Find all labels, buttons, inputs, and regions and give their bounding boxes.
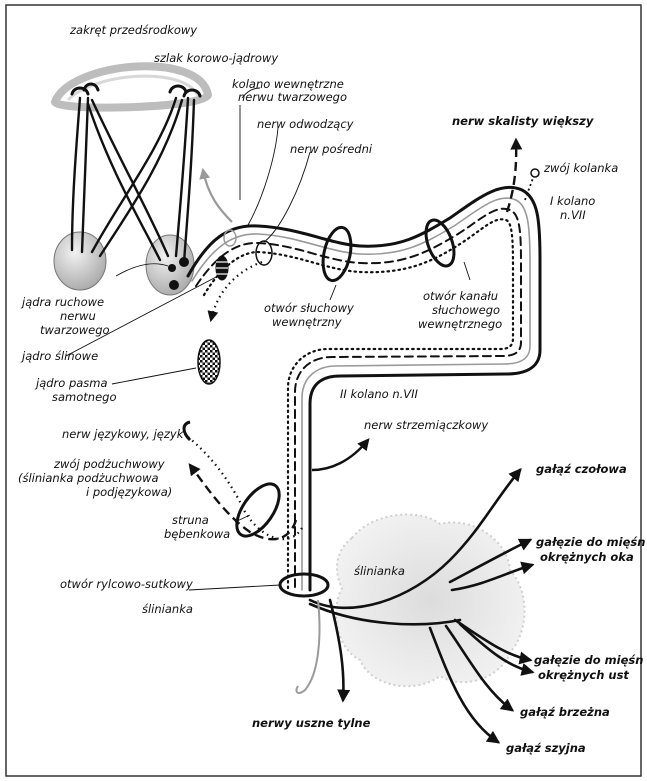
label-galaz-brzezna: gałąź brzeżna bbox=[520, 705, 610, 719]
label-otwor-kanalu-2: słuchowego bbox=[432, 303, 500, 317]
stylomastoid-foramen-loop bbox=[280, 574, 328, 596]
label-kolano-wew-2: nerwu twarzowego bbox=[238, 90, 347, 104]
label-jadra-ruchowe-2: nerwu bbox=[60, 309, 96, 323]
label-struna-1: struna bbox=[172, 513, 209, 527]
internal-acoustic-meatus-loop bbox=[319, 225, 356, 283]
label-galaz-czolowa: gałąź czołowa bbox=[536, 462, 627, 476]
label-galezie-oka-2: okrężnych oka bbox=[540, 550, 634, 564]
label-jadra-ruchowe-1: jądra ruchowe bbox=[20, 295, 104, 309]
label-zwoj-kolanka: zwój kolanka bbox=[543, 161, 618, 175]
label-kolano-wew-1: kolano wewnętrzne bbox=[232, 77, 344, 91]
label-jadro-pasma-1: jądro pasma bbox=[34, 376, 108, 390]
label-jadro-slinowe: jądro ślinowe bbox=[20, 349, 98, 363]
greater-petrosal-nerve bbox=[507, 140, 516, 212]
lingual-nerve-end bbox=[184, 422, 190, 440]
chorda-tympani-loop bbox=[229, 477, 288, 543]
label-nerw-jezykowy: nerw językowy, język bbox=[62, 427, 185, 441]
label-zwoj-podzuchwowy-2: (ślinianka podżuchwowa bbox=[18, 471, 159, 485]
stapedius-nerve bbox=[312, 440, 368, 470]
label-galezie-ust-2: okrężnych ust bbox=[538, 668, 629, 682]
gray-auricular-branch bbox=[296, 600, 319, 693]
label-slinianka-out: ślinianka bbox=[142, 602, 193, 616]
label-otwor-kanalu-1: otwór kanału bbox=[423, 289, 498, 303]
label-posredni: nerw pośredni bbox=[290, 142, 373, 156]
parotid-gland bbox=[336, 515, 525, 687]
label-otwor-rylcowo: otwór rylcowo-sutkowy bbox=[60, 577, 193, 591]
label-odwodzacy: nerw odwodzący bbox=[257, 117, 354, 131]
label-galezie-ust-1: gałęzie do mięśn bbox=[534, 653, 643, 667]
label-skalisty: nerw skalisty większy bbox=[452, 114, 594, 128]
labels: zakręt przedśrodkowy szlak korowo-jądrow… bbox=[18, 23, 645, 755]
label-strzemiaczkowy: nerw strzemiączkowy bbox=[364, 418, 488, 432]
geniculate-ganglion bbox=[531, 169, 539, 177]
label-szlak: szlak korowo-jądrowy bbox=[154, 51, 278, 65]
label-zwoj-podzuchwowy-3: i podjęzykowa) bbox=[86, 485, 172, 499]
label-struna-2: bębenkowa bbox=[164, 527, 230, 541]
label-otwor-sluchowy-1: otwór słuchowy bbox=[264, 301, 354, 315]
label-ii-kolano: II kolano n.VII bbox=[340, 387, 419, 401]
label-otwor-sluchowy-2: wewnętrzny bbox=[272, 315, 342, 329]
solitary-nucleus bbox=[198, 340, 220, 384]
label-jadro-pasma-2: samotnego bbox=[52, 390, 117, 404]
label-jadra-ruchowe-3: twarzowego bbox=[40, 323, 110, 337]
label-zwoj-podzuchwowy-1: zwój podżuchwowy bbox=[53, 457, 165, 471]
label-galezie-oka-1: gałęzie do mięśn bbox=[536, 535, 645, 549]
label-galaz-szyjna: gałąź szyjna bbox=[506, 741, 586, 755]
label-zakret: zakręt przedśrodkowy bbox=[69, 23, 197, 37]
abducens-nerve-arrow bbox=[203, 170, 232, 222]
label-i-kolano-1: I kolano bbox=[550, 194, 595, 208]
label-i-kolano-2: n.VII bbox=[560, 208, 586, 222]
label-slinianka-in: ślinianka bbox=[354, 564, 405, 578]
label-nerwy-uszne: nerwy uszne tylne bbox=[252, 716, 371, 730]
label-otwor-kanalu-3: wewnętrznego bbox=[418, 317, 502, 331]
